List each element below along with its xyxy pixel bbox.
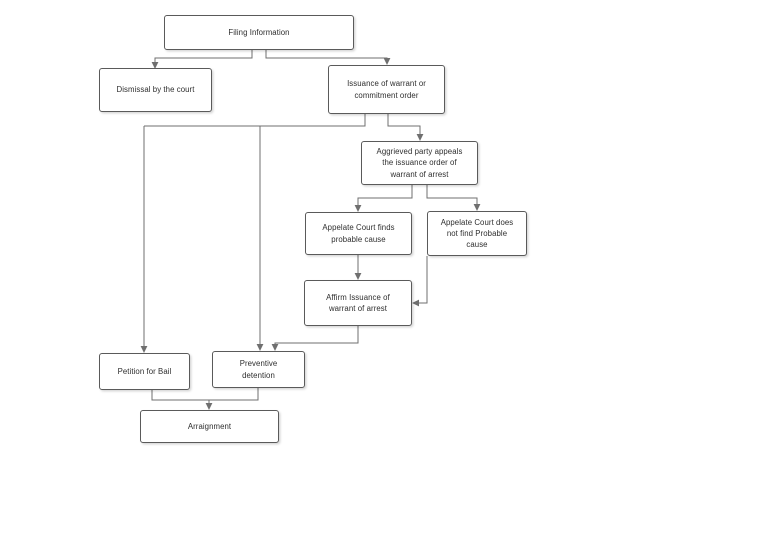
edge-affirm-to-preventive [271, 326, 359, 351]
edge-appellate-not-finds-to-affirm [412, 256, 428, 307]
edge-appellate-finds-to-affirm [354, 255, 362, 280]
node-preventive-detention[interactable]: Preventive detention [212, 351, 305, 388]
node-aggrieved-party-appeals[interactable]: Aggrieved party appeals the issuance ord… [361, 141, 478, 185]
edge-issuance-to-aggrieved [387, 114, 424, 141]
edge-bus-to-preventive [256, 126, 264, 351]
edge-aggrieved-to-appellate-not-finds [426, 185, 481, 211]
node-filing-information[interactable]: Filing Information [164, 15, 354, 50]
edge-preventive-to-arraignment [209, 388, 259, 401]
node-affirm-issuance-of-warrant[interactable]: Affirm Issuance of warrant of arrest [304, 280, 412, 326]
edge-filing-to-issuance [265, 50, 391, 65]
edge-bus-to-petition-bail [140, 126, 148, 353]
node-dismissal-by-the-court[interactable]: Dismissal by the court [99, 68, 212, 112]
node-appellate-court-finds-probable-cause[interactable]: Appelate Court finds probable cause [305, 212, 412, 255]
node-appellate-court-does-not-find-probable-cause[interactable]: Appelate Court does not find Probable ca… [427, 211, 527, 256]
node-petition-for-bail[interactable]: Petition for Bail [99, 353, 190, 390]
edge-petition-bail-to-arraignment [151, 390, 213, 410]
edge-filing-to-dismissal [151, 50, 253, 69]
edge-issuance-bus [144, 114, 366, 127]
node-arraignment[interactable]: Arraignment [140, 410, 279, 443]
edge-aggrieved-to-appellate-finds [354, 185, 413, 212]
node-issuance-of-warrant[interactable]: Issuance of warrant or commitment order [328, 65, 445, 114]
